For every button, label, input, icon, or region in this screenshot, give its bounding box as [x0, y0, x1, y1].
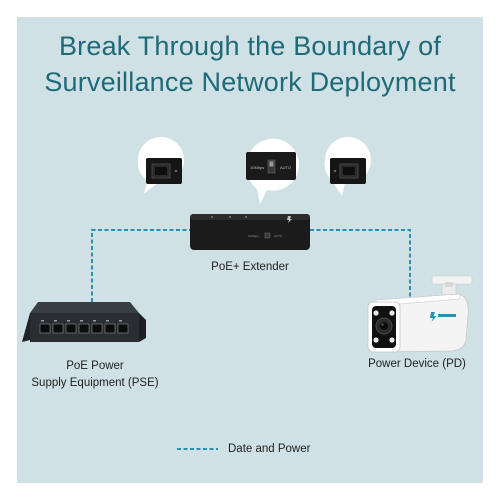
pse-label-line-2: Supply Equipment (PSE) — [31, 377, 159, 389]
bubble-label-auto: AUTO — [280, 165, 291, 170]
bubble-switch-settings: 10Mbps AUTO — [246, 138, 299, 204]
bubble-left-port — [137, 136, 185, 194]
headline: Break Through the Boundary of Surveillan… — [0, 28, 500, 100]
poe-extender-device: 10Mbps AUTO — [190, 214, 310, 250]
ip-camera-device — [367, 275, 473, 353]
extender-label-speed: 10Mbps — [248, 234, 259, 238]
connection-extender-to-pd — [310, 229, 411, 302]
bubble-right-port — [324, 136, 372, 196]
poe-switch-device — [22, 302, 146, 342]
extender-label: PoE+ Extender — [211, 261, 289, 273]
headline-line-1: Break Through the Boundary of — [58, 31, 442, 61]
connection-pse-to-extender — [91, 229, 190, 302]
headline-line-2: Surveillance Network Deployment — [44, 67, 456, 97]
pd-label: Power Device (PD) — [368, 358, 466, 370]
extender-label-auto: AUTO — [274, 234, 283, 238]
pse-label-line-1: PoE Power — [66, 360, 124, 372]
data-power-connection — [91, 229, 411, 302]
bubble-label-speed: 10Mbps — [250, 165, 264, 170]
pse-label: PoE Power Supply Equipment (PSE) — [20, 358, 170, 392]
legend-label: Date and Power — [228, 443, 311, 455]
camera-brand-logo-icon — [430, 312, 437, 322]
switch-ports — [39, 323, 129, 334]
tp-link-logo-icon — [287, 216, 292, 223]
